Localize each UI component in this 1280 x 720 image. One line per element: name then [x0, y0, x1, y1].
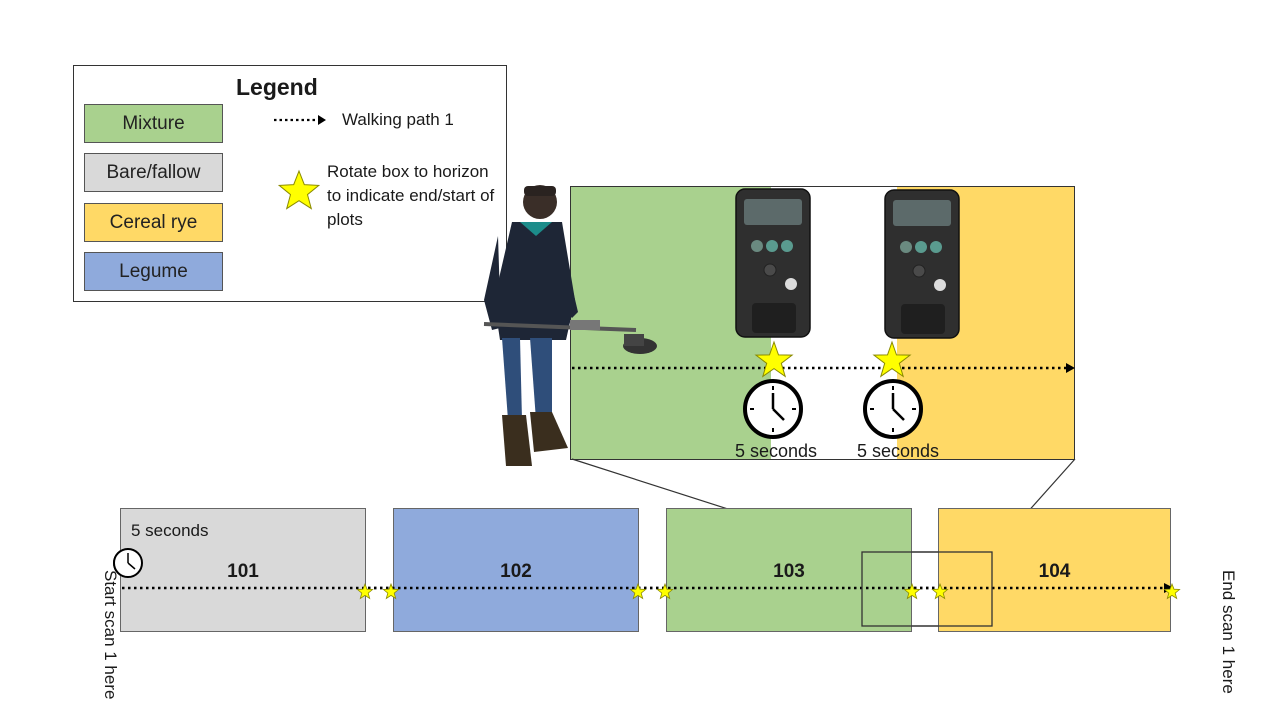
- plot-103: 103: [666, 508, 912, 632]
- legend-swatch-legume: Legume: [84, 252, 223, 291]
- walking-path-arrow-icon: [274, 115, 326, 125]
- zoom-gap: [771, 187, 897, 459]
- walking-path-label: Walking path 1: [342, 110, 454, 129]
- rotate-instruction: Rotate box to horizon to indicate end/st…: [327, 162, 495, 229]
- zoom-cereal-rye-plot: [897, 187, 1074, 459]
- zoom-inset: [570, 186, 1075, 460]
- wait-label-right: 5 seconds: [857, 441, 940, 461]
- plot-label: 104: [1038, 561, 1071, 582]
- end-scan-text: End scan 1 here: [1219, 570, 1238, 694]
- start-scan-label: Start scan 1 here: [60, 540, 120, 699]
- plot-label: 102: [500, 561, 532, 582]
- plot-102: 102: [393, 508, 639, 632]
- plot-label: 103: [773, 561, 805, 582]
- plot-104: 104: [938, 508, 1171, 632]
- plot-label: 101: [227, 561, 259, 582]
- start-wait-label: 5 seconds: [131, 521, 209, 540]
- wait-label-left: 5 seconds: [735, 441, 818, 461]
- legend-swatch-mixture: Mixture: [84, 104, 223, 143]
- legend-panel: Legend Mixture Bare/fallow Cereal rye Le…: [73, 65, 507, 302]
- legend-swatch-cereal-rye: Cereal rye: [84, 203, 223, 242]
- start-scan-text: Start scan 1 here: [101, 570, 120, 700]
- end-scan-label: End scan 1 here: [1178, 540, 1238, 694]
- legend-swatch-bare-fallow: Bare/fallow: [84, 153, 223, 192]
- legend-title: Legend: [236, 74, 318, 100]
- star-icon: [277, 169, 321, 210]
- plot-101: 5 seconds 101: [120, 508, 366, 632]
